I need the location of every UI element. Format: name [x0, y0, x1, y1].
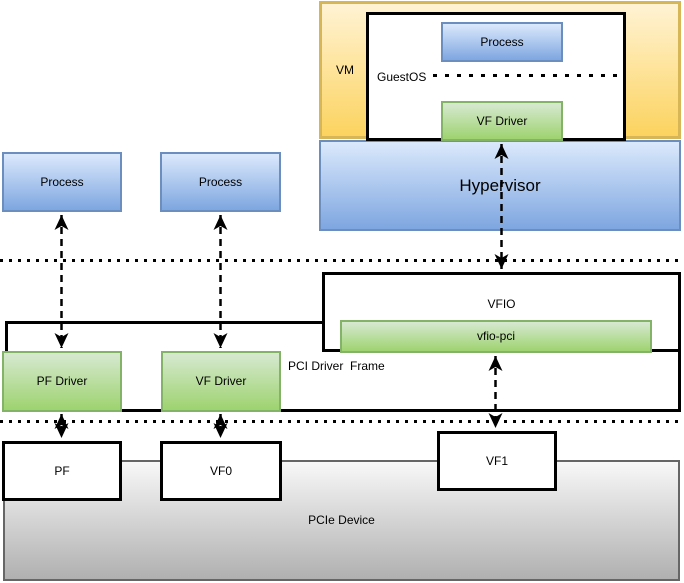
pf-driver-label: PF Driver [36, 374, 88, 389]
vm-label: VM [336, 62, 354, 77]
host-process-1-label: Process [40, 174, 84, 189]
vf0-label: VF0 [209, 463, 232, 478]
guest-vf-driver-label: VF Driver [476, 113, 528, 128]
pci-driver-frame-label: PCI Driver Frame [288, 359, 385, 373]
guestos-label: GuestOS [377, 69, 427, 84]
user-kernel-dotted-divider [0, 259, 684, 262]
pf-label: PF [54, 463, 70, 478]
pcie-device-label: PCIe Device [308, 513, 375, 528]
pf-driver-box: PF Driver [2, 351, 122, 412]
guest-process-box: Process [441, 22, 563, 62]
vfio-label: VFIO [487, 297, 516, 311]
host-process-2-label: Process [198, 174, 243, 189]
guest-dotted-divider [433, 74, 623, 77]
guest-process-label: Process [480, 34, 524, 49]
vf-driver-box: VF Driver [161, 351, 281, 412]
pf-box: PF [2, 441, 122, 501]
vfio-pci-box: vfio-pci [340, 320, 652, 353]
hypervisor-label: Hypervisor [459, 175, 541, 195]
vfio-pci-label: vfio-pci [476, 329, 515, 344]
guest-vf-driver-box: VF Driver [441, 101, 563, 141]
pcie-device-box: PCIe Device [3, 460, 680, 581]
vf-driver-label: VF Driver [195, 374, 247, 389]
vf1-label: VF1 [485, 453, 508, 468]
hypervisor-box: Hypervisor [319, 140, 681, 231]
host-process-1-box: Process [2, 152, 122, 212]
vf1-box: VF1 [437, 431, 557, 491]
vf0-box: VF0 [160, 441, 282, 501]
kernel-device-dotted-divider [0, 420, 684, 423]
host-process-2-box: Process [160, 152, 281, 212]
